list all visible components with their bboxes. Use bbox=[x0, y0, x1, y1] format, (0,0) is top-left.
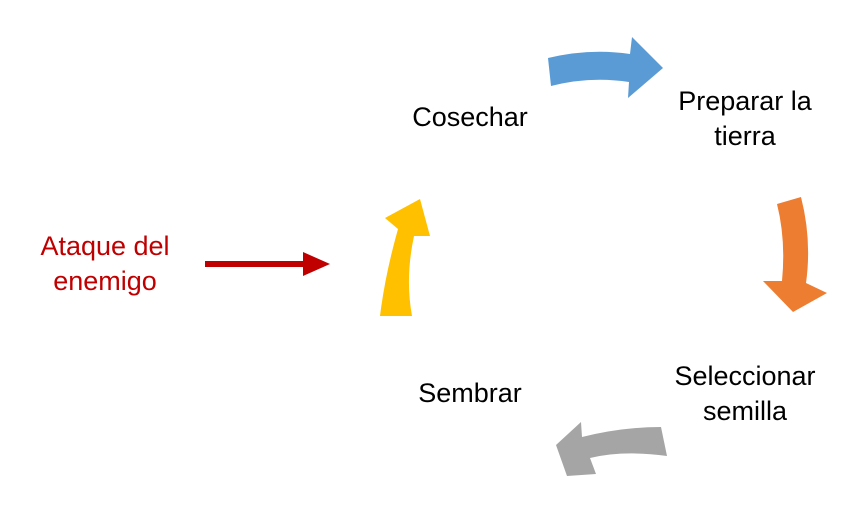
stage-label-line: semilla bbox=[702, 396, 788, 426]
stage-label-seleccionar-semilla: Seleccionar semilla bbox=[660, 359, 830, 429]
disruption-arrow-head bbox=[303, 252, 330, 276]
stage-label-line: Preparar la bbox=[678, 86, 812, 116]
disruption-label-line: Ataque del bbox=[40, 231, 170, 261]
stage-label-preparar-tierra: Preparar la tierra bbox=[660, 84, 830, 154]
stage-label-line: Cosechar bbox=[412, 102, 528, 132]
cycle-arrow-cosechar-to-preparar bbox=[548, 37, 663, 98]
stage-label-sembrar: Sembrar bbox=[395, 376, 545, 411]
cycle-arrow-sembrar-to-cosechar bbox=[380, 199, 430, 316]
cycle-arrow-preparar-to-seleccionar bbox=[763, 197, 827, 312]
stage-label-line: Seleccionar bbox=[674, 361, 816, 391]
stage-label-line: tierra bbox=[714, 121, 776, 151]
cycle-arrow-seleccionar-to-sembrar bbox=[556, 422, 667, 476]
disruption-arrow bbox=[205, 252, 330, 276]
disruption-label-ataque-enemigo: Ataque del enemigo bbox=[20, 229, 190, 299]
stage-label-line: Sembrar bbox=[418, 378, 522, 408]
stage-label-cosechar: Cosechar bbox=[395, 100, 545, 135]
disruption-label-line: enemigo bbox=[53, 266, 157, 296]
